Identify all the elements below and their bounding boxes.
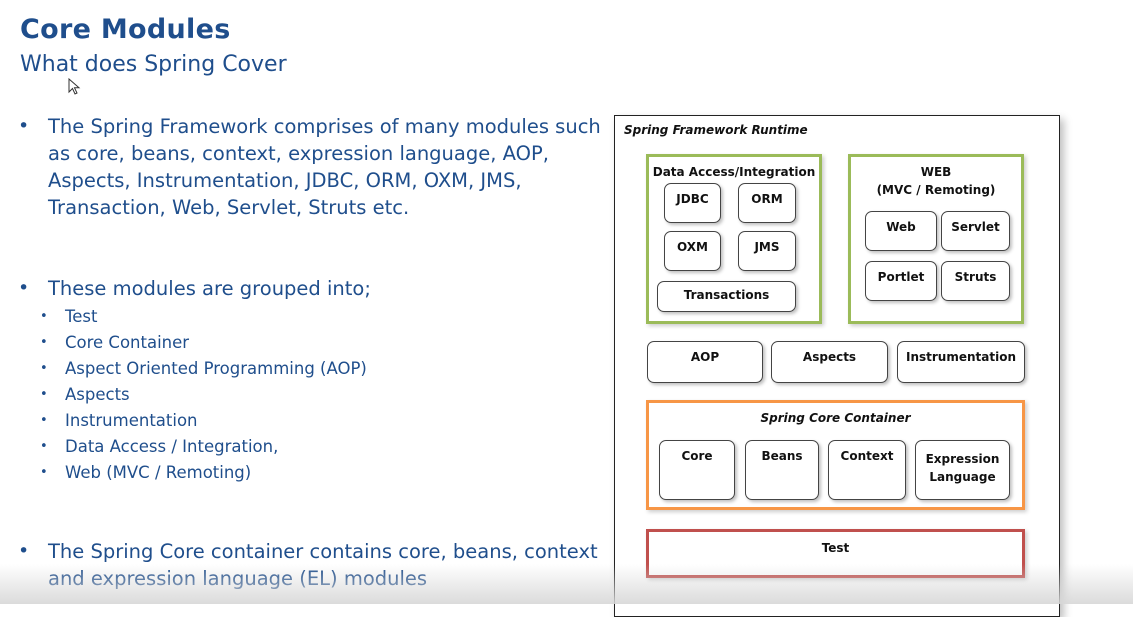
bullet-marker: •: [18, 540, 30, 562]
bullet-text: The Spring Core container contains core,…: [48, 540, 598, 590]
list-item: •Test: [40, 307, 98, 326]
group-list: •Test •Core Container •Aspect Oriented P…: [40, 304, 440, 486]
struts-module: Struts: [941, 261, 1010, 301]
bullet-core-container: • The Spring Core container contains cor…: [18, 538, 608, 592]
aspects-module: Aspects: [771, 341, 888, 383]
aop-module: AOP: [647, 341, 763, 383]
jms-module: JMS: [738, 231, 796, 271]
bullet-modules-grouped: • These modules are grouped into;: [18, 275, 608, 302]
expression-language-module: Expression Language: [915, 440, 1010, 500]
spring-runtime-diagram: Spring Framework Runtime Data Access/Int…: [614, 115, 1060, 617]
list-item: •Core Container: [40, 333, 190, 352]
data-access-group: Data Access/Integration JDBC ORM OXM JMS…: [646, 154, 822, 324]
web-group: WEB (MVC / Remoting) Web Servlet Portlet…: [848, 154, 1024, 324]
bullet-modules-overview: • The Spring Framework comprises of many…: [18, 113, 608, 221]
data-access-title: Data Access/Integration: [652, 165, 816, 179]
bullet-text: The Spring Framework comprises of many m…: [48, 115, 601, 219]
core-container-title: Spring Core Container: [760, 411, 911, 425]
beans-module: Beans: [745, 440, 819, 500]
list-item: •Aspect Oriented Programming (AOP): [40, 359, 367, 378]
instrumentation-module: Instrumentation: [897, 341, 1025, 383]
list-item: •Web (MVC / Remoting): [40, 463, 252, 482]
jdbc-module: JDBC: [664, 183, 721, 223]
list-item: •Aspects: [40, 385, 130, 404]
web-title: WEB: [920, 165, 952, 179]
servlet-module: Servlet: [941, 211, 1010, 251]
expression-line2: Language: [929, 470, 996, 484]
orm-module: ORM: [738, 183, 796, 223]
bullet-marker: •: [18, 115, 30, 137]
web-module: Web: [865, 211, 937, 251]
diagram-title: Spring Framework Runtime: [624, 123, 808, 137]
slide-title: Core Modules: [20, 14, 231, 45]
list-item: •Instrumentation: [40, 411, 198, 430]
oxm-module: OXM: [664, 231, 721, 271]
context-module: Context: [828, 440, 906, 500]
mouse-cursor-icon: [68, 78, 81, 95]
bullet-marker: •: [18, 277, 30, 299]
core-container-group: Spring Core Container Core Beans Context…: [646, 400, 1025, 510]
list-item: •Data Access / Integration,: [40, 437, 279, 456]
web-subtitle: (MVC / Remoting): [876, 183, 996, 197]
portlet-module: Portlet: [865, 261, 937, 301]
core-module: Core: [659, 440, 735, 500]
test-title: Test: [821, 541, 850, 555]
slide-subtitle: What does Spring Cover: [20, 52, 287, 77]
slide: Core Modules What does Spring Cover • Th…: [0, 14, 1133, 617]
bullet-text: These modules are grouped into;: [48, 277, 371, 300]
expression-line1: Expression: [925, 452, 1000, 466]
test-group: Test: [646, 529, 1025, 578]
transactions-module: Transactions: [657, 281, 796, 312]
